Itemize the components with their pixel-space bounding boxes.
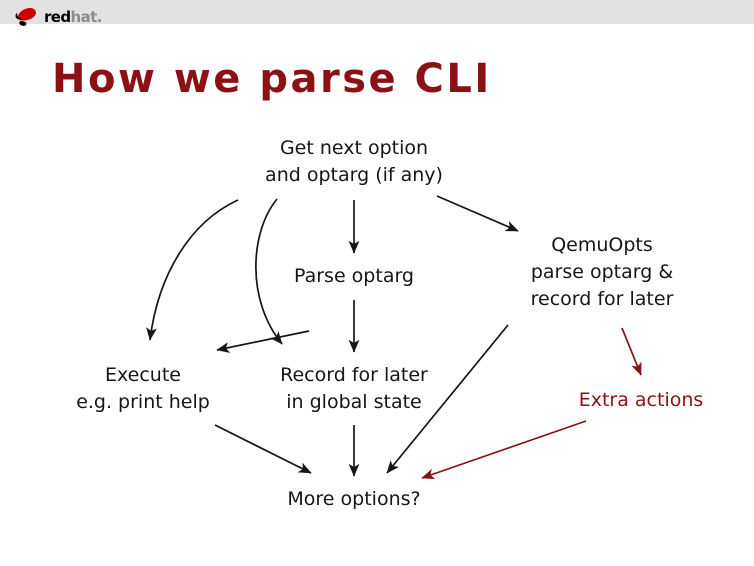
edge-getnext-to-execute — [146, 199, 239, 341]
page-title: How we parse CLI — [52, 56, 492, 102]
edge-getnext-to-qemuopts — [436, 195, 519, 232]
redhat-wordmark: redhat. — [44, 10, 102, 25]
node-line: parse optarg & — [530, 260, 674, 283]
node-line: in global state — [286, 390, 422, 413]
wordmark-red: red — [44, 8, 71, 26]
node-extra-actions: Extra actions — [579, 387, 704, 414]
edge-qemuopts-to-extra — [621, 327, 642, 376]
wordmark-dot: . — [96, 8, 103, 26]
node-line: e.g. print help — [76, 390, 210, 413]
redhat-logo: redhat. — [14, 2, 124, 28]
header-bar — [0, 0, 754, 24]
edge-execute-to-more — [214, 424, 312, 474]
node-line: QemuOpts — [551, 234, 653, 256]
node-line: Parse optarg — [293, 265, 415, 287]
node-line: Execute — [105, 364, 181, 386]
node-qemuopts: QemuOpts parse optarg & record for later — [531, 232, 674, 313]
node-execute: Execute e.g. print help — [76, 362, 210, 416]
node-get-next-option: Get next option and optarg (if any) — [265, 135, 443, 189]
node-parse-optarg: Parse optarg — [294, 263, 414, 290]
node-line: Record for later — [280, 364, 428, 386]
fedora-hat-icon — [14, 4, 42, 28]
edge-extra-to-more — [421, 420, 587, 480]
node-line: and optarg (if any) — [265, 163, 443, 186]
node-line: More options? — [287, 488, 421, 510]
edge-parse-to-execute — [216, 330, 310, 353]
node-line: record for later — [530, 287, 674, 310]
edge-getnext-to-record — [255, 198, 283, 345]
node-line: Extra actions — [578, 389, 704, 411]
wordmark-hat: hat — [70, 8, 98, 26]
node-more-options: More options? — [287, 486, 420, 513]
node-line: Get next option — [279, 137, 429, 159]
node-record-for-later: Record for later in global state — [280, 362, 428, 416]
